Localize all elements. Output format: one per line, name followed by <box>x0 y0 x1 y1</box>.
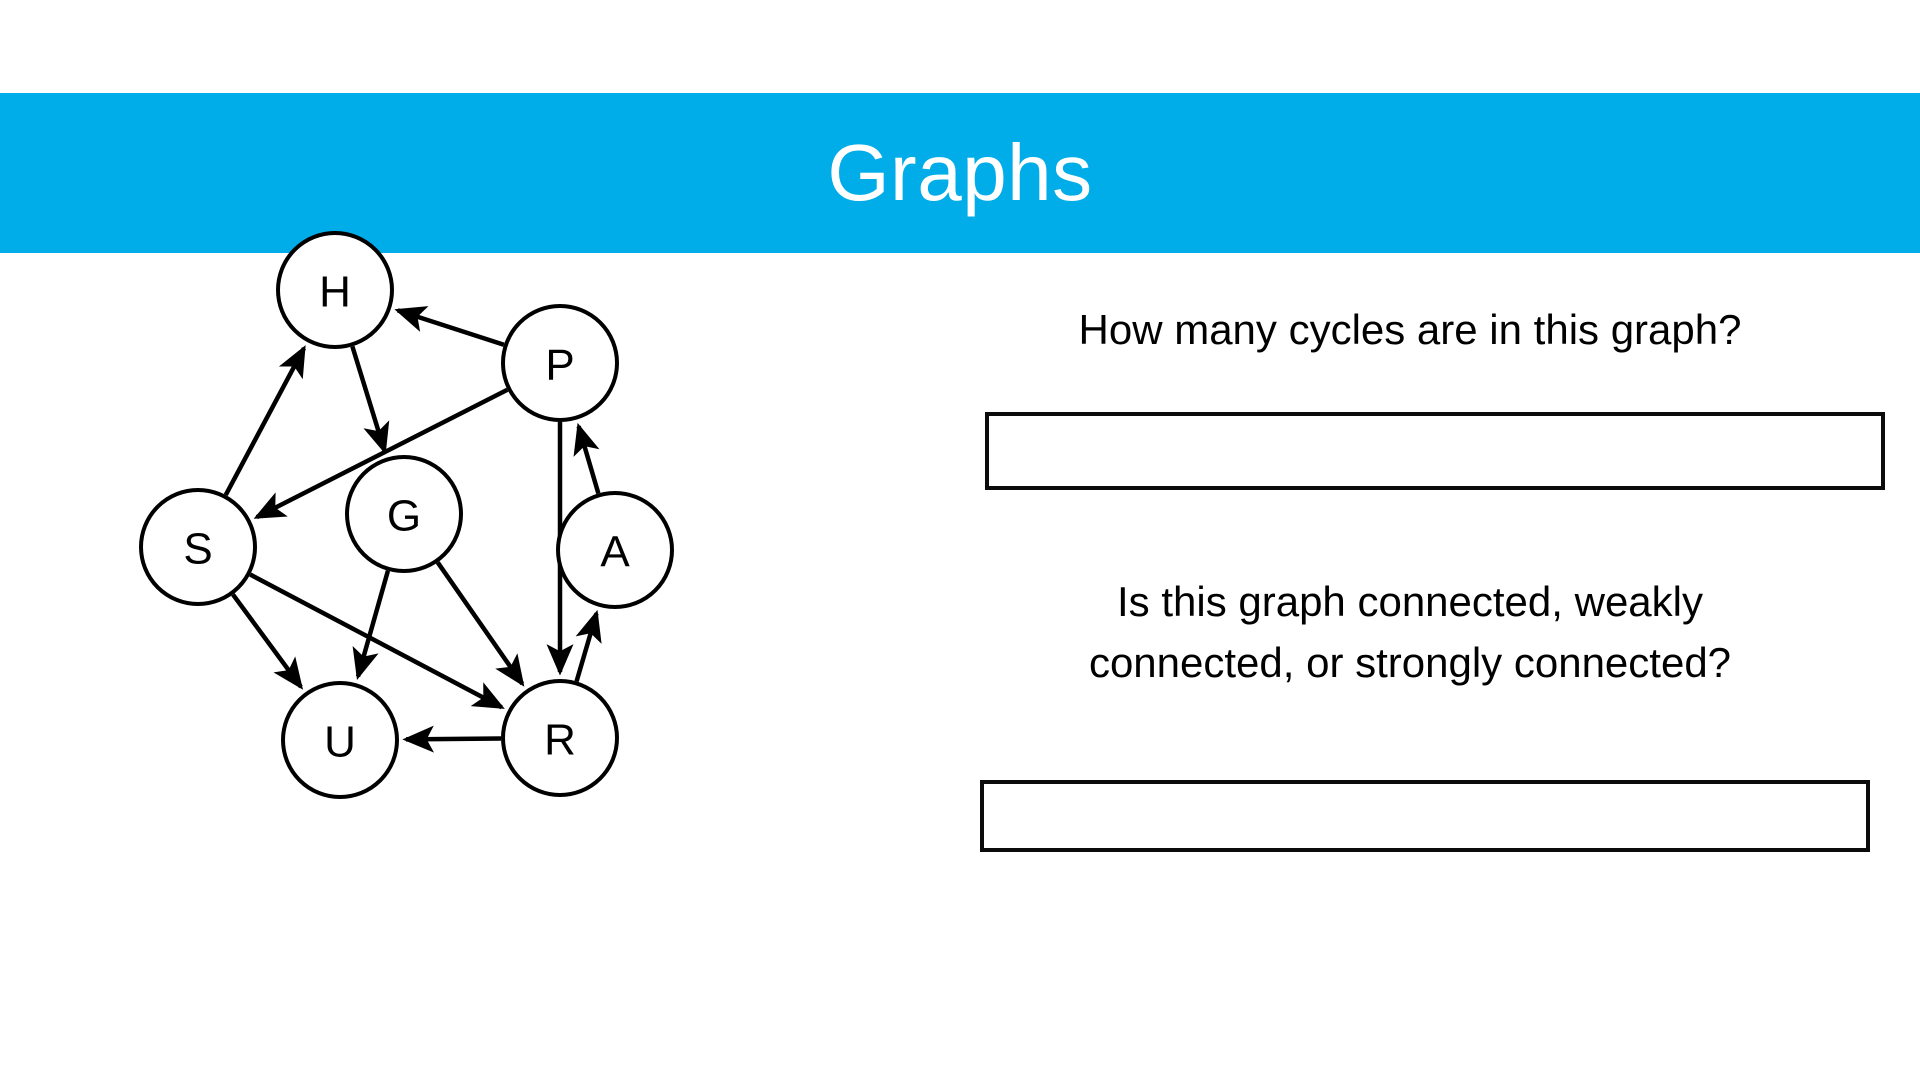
graph-edge-A-P <box>573 422 601 495</box>
graph-edge-G-R <box>435 561 525 687</box>
graph-node-H[interactable]: H <box>276 231 394 349</box>
graph-node-G[interactable]: G <box>345 455 463 573</box>
graph-edge-P-S <box>253 387 509 520</box>
graph-node-R[interactable]: R <box>501 679 619 797</box>
graph-node-circle-G <box>345 455 463 573</box>
graph-edge-P-H <box>394 306 505 347</box>
graph-node-label-A: A <box>600 528 630 577</box>
graph-node-circle-P <box>501 304 619 422</box>
graph-node-label-G: G <box>387 492 421 541</box>
graph-edge-R-U <box>402 725 502 753</box>
question-connectivity-text: Is this graph connected, weakly connecte… <box>980 572 1840 694</box>
graph-node-circle-R <box>501 679 619 797</box>
answer-box-connectivity-value <box>984 784 1866 848</box>
graph-edge-S-R <box>249 572 505 710</box>
graph-node-label-S: S <box>183 525 212 574</box>
question-connectivity-line-1: Is this graph connected, weakly <box>1117 578 1703 625</box>
title-bar: Graphs <box>0 93 1920 253</box>
graph-node-U[interactable]: U <box>281 681 399 799</box>
graph-edge-R-A <box>574 609 602 683</box>
graph-node-circle-H <box>276 231 394 349</box>
graph-node-label-U: U <box>324 718 356 767</box>
page-title: Graphs <box>827 128 1093 217</box>
graph-svg: H P S G A U R <box>139 231 674 799</box>
graph-node-circle-U <box>281 681 399 799</box>
graph-node-A[interactable]: A <box>556 491 674 609</box>
question-connectivity-line-2: connected, or strongly connected? <box>1088 638 1732 686</box>
node-layer: H P S G A U R <box>139 231 674 799</box>
answer-box-cycles[interactable] <box>985 412 1885 490</box>
graph-node-S[interactable]: S <box>139 488 257 606</box>
graph-node-label-H: H <box>319 268 351 317</box>
graph-node-label-P: P <box>545 341 574 390</box>
graph-node-label-R: R <box>544 716 576 765</box>
graph-node-circle-S <box>139 488 257 606</box>
question-cycles-text: How many cycles are in this graph? <box>1078 306 1742 353</box>
answer-box-cycles-value <box>989 416 1881 486</box>
answer-box-connectivity[interactable] <box>980 780 1870 852</box>
graph-edge-S-H <box>223 345 306 496</box>
graph-edge-G-U <box>352 570 391 680</box>
graph-node-circle-A <box>556 491 674 609</box>
graph-diagram: H P S G A U R <box>120 231 760 955</box>
questions-pane: How many cycles are in this graph? Is th… <box>960 300 1885 920</box>
graph-node-P[interactable]: P <box>501 304 619 422</box>
graph-edge-H-G <box>350 345 390 455</box>
graph-edge-S-U <box>231 593 304 690</box>
